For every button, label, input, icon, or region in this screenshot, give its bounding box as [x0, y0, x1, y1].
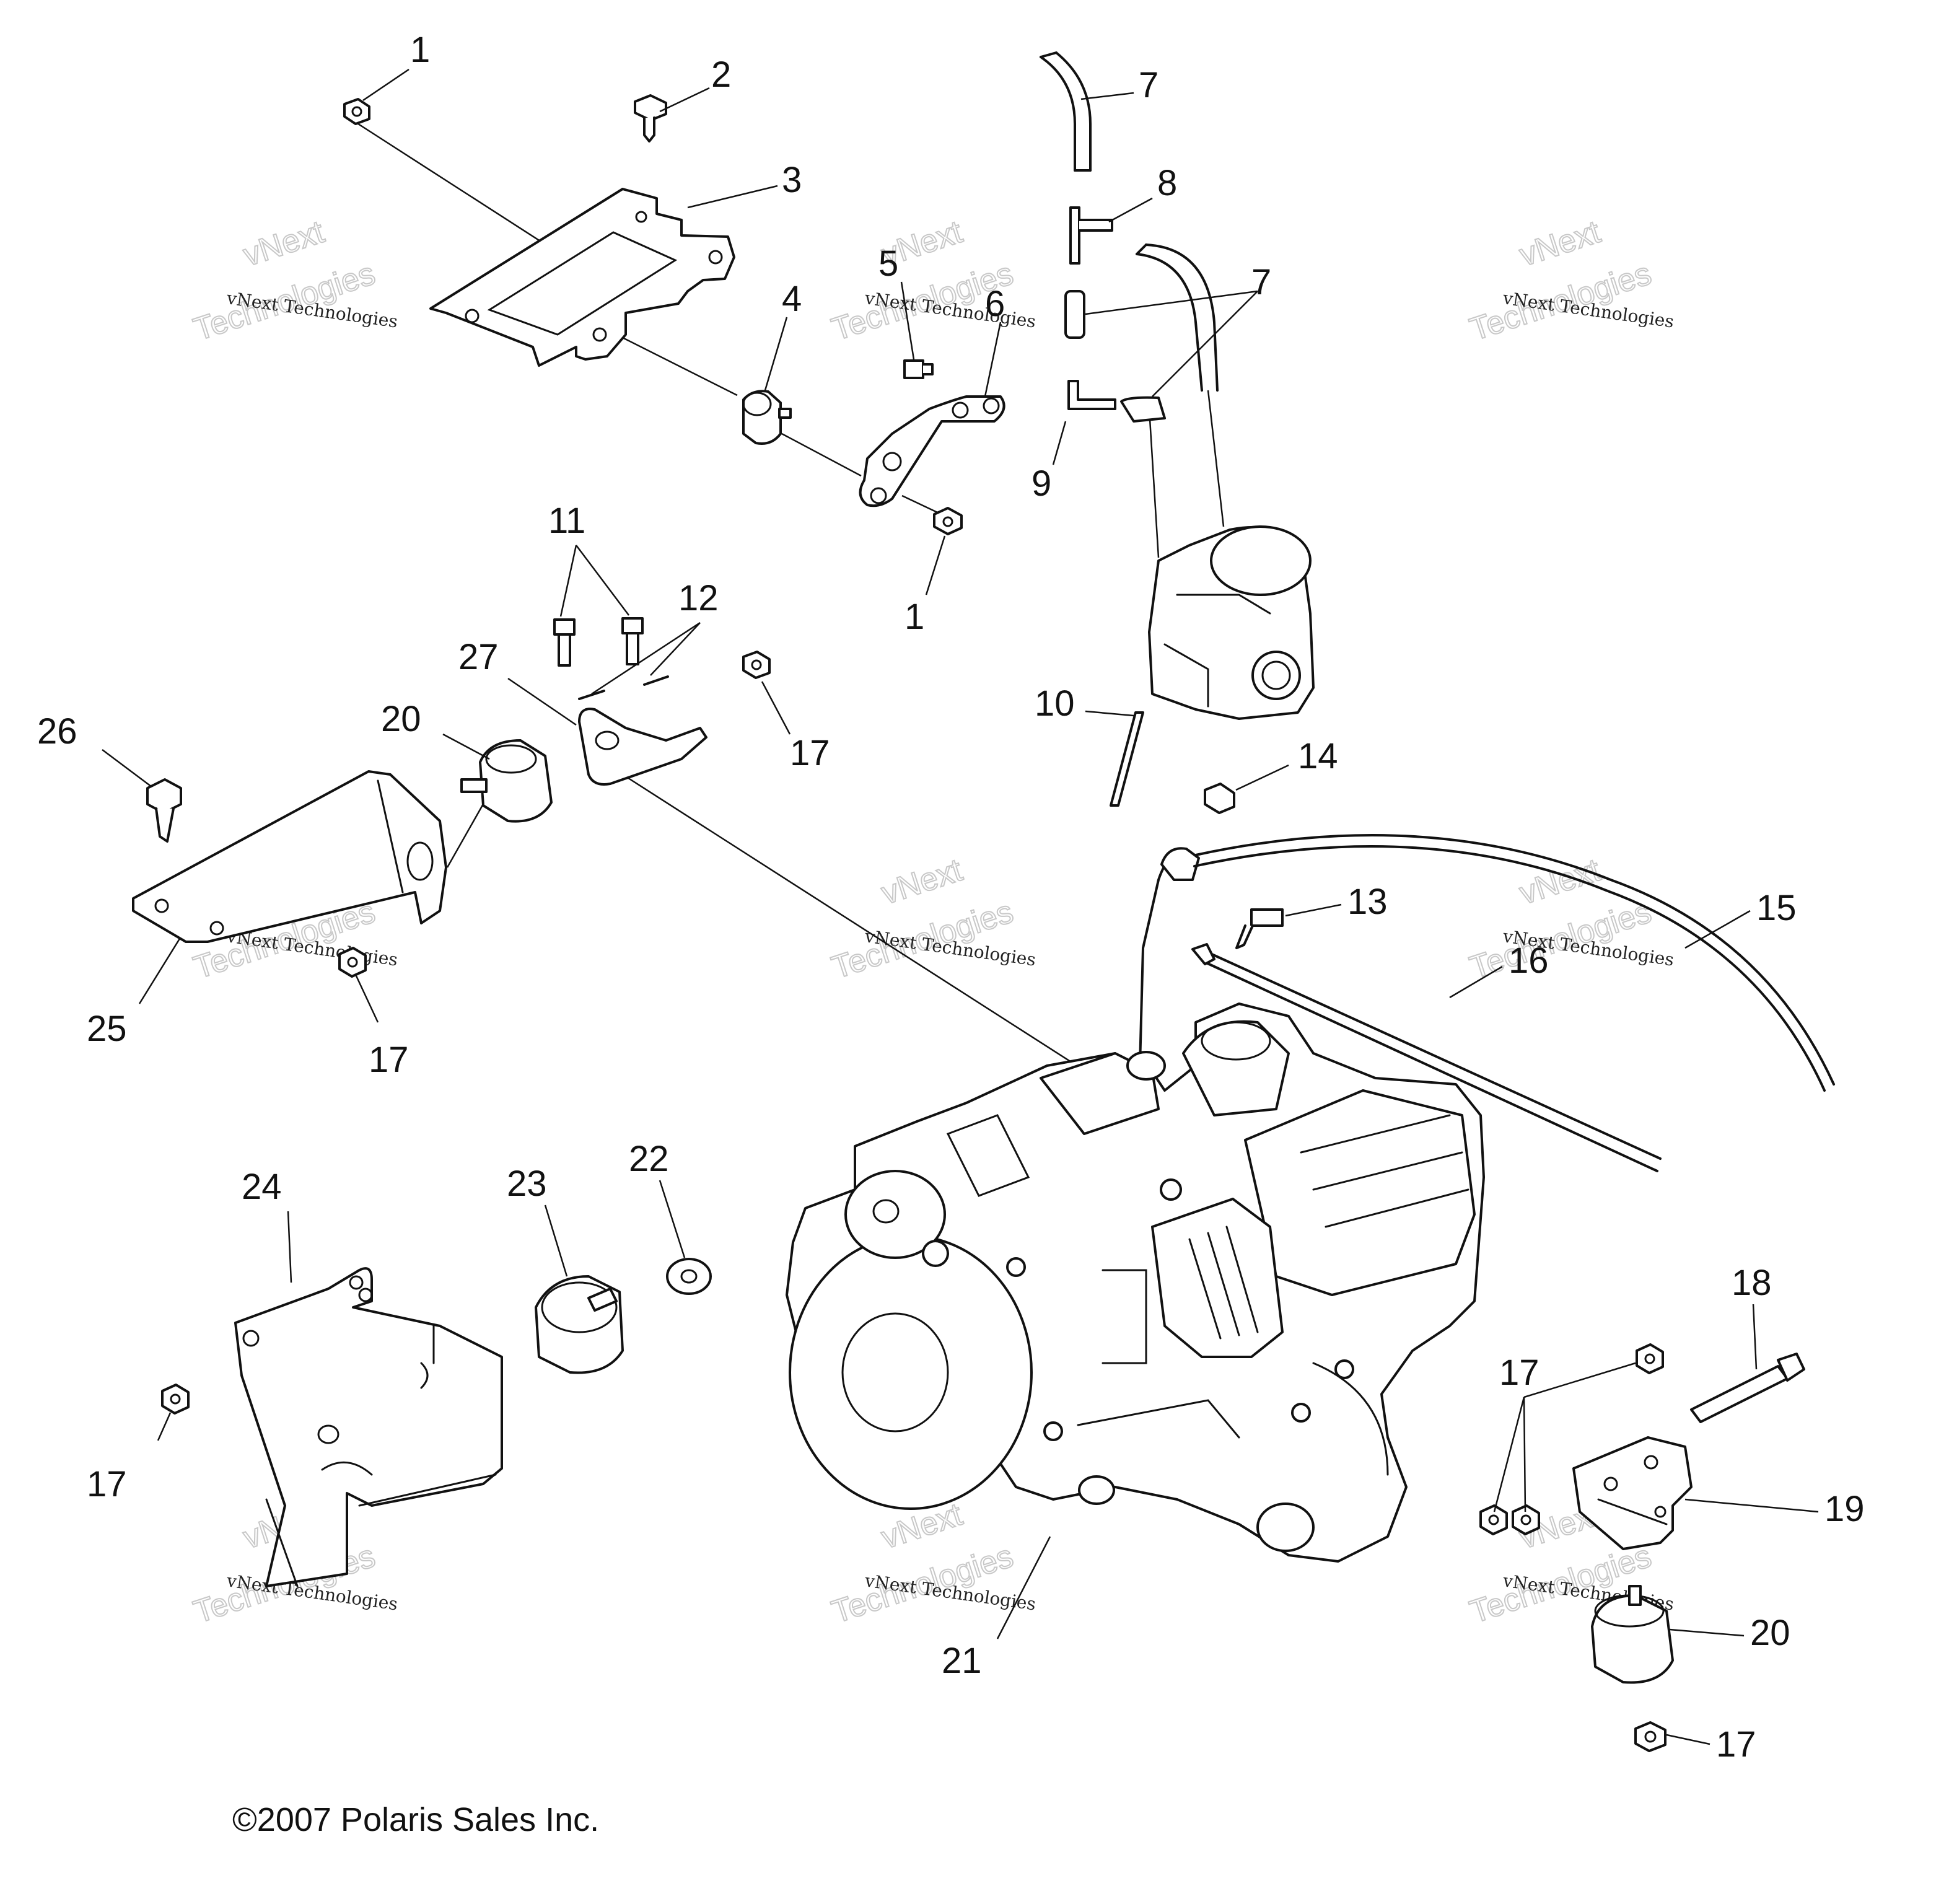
callout-14: 14	[1298, 736, 1338, 776]
callout-17-mid: 17	[790, 733, 830, 773]
copyright-notice: ©2007 Polaris Sales Inc.	[232, 1801, 599, 1838]
clamp-14	[1204, 783, 1235, 814]
watermark-8: vNext Technologies vNext Technologies	[827, 1496, 1037, 1631]
rubber-mount-upper	[742, 390, 792, 445]
callout-20-right: 20	[1750, 1613, 1790, 1653]
callout-16: 16	[1509, 941, 1549, 981]
tee-fitting	[1069, 206, 1113, 265]
carburetor	[1148, 525, 1315, 720]
bolt-13	[1235, 908, 1284, 949]
nut-17-right-b	[1512, 1504, 1540, 1535]
callout-15: 15	[1756, 888, 1797, 928]
callout-5: 5	[878, 243, 898, 284]
callout-20-left: 20	[381, 699, 421, 739]
callout-17-left: 17	[369, 1040, 409, 1080]
nut-17-bottom-left	[161, 1384, 190, 1415]
callout-7-right: 7	[1251, 262, 1271, 302]
callout-27: 27	[458, 637, 499, 677]
bolt-top	[634, 94, 667, 143]
rubber-mount-20-right	[1591, 1585, 1674, 1684]
washer-22	[666, 1258, 712, 1295]
nut-17-right-top	[1636, 1343, 1664, 1374]
watermark-outline-1a: vNext	[239, 214, 329, 273]
watermark-2: vNext Technologies vNext Technologies	[827, 213, 1037, 348]
bolt-small-5	[903, 359, 934, 379]
watermark-6: vNext Technologies vNext Technologies	[1465, 851, 1675, 986]
callout-8: 8	[1157, 163, 1177, 203]
bolts-11	[553, 617, 644, 667]
upper-engine-bracket	[429, 188, 735, 367]
nut-top-left	[343, 98, 370, 125]
watermark-3: vNext Technologies vNext Technologies	[1465, 213, 1675, 348]
watermark-5: vNext Technologies vNext Technologies	[827, 851, 1037, 986]
assembly-line-bracket-mount	[622, 336, 738, 397]
long-bolt-18	[1690, 1353, 1805, 1423]
callout-18: 18	[1732, 1263, 1772, 1303]
callout-22: 22	[629, 1139, 669, 1179]
callout-25: 25	[87, 1009, 127, 1049]
vent-hose-right	[1136, 243, 1219, 392]
rod-16	[1191, 943, 1662, 1172]
pin-10	[1110, 711, 1144, 807]
callout-21: 21	[942, 1641, 982, 1681]
nut-17-mid	[742, 651, 771, 679]
rubber-mount-20-left	[460, 739, 553, 823]
pins-12	[578, 675, 669, 700]
callout-labels: 1 2 3 4 5 6 7 8 7 9 1 11 12 27 17 10 14 …	[37, 30, 1865, 1765]
assembly-line-mount-plate	[781, 432, 862, 477]
nut-17-bottom-right	[1634, 1721, 1667, 1752]
nut-lower	[933, 507, 963, 535]
lower-bracket-25	[132, 770, 447, 943]
engine-21	[786, 1002, 1485, 1563]
callout-11: 11	[548, 501, 585, 541]
mount-plate-27	[578, 708, 707, 786]
assembly-line-nut-bracket	[354, 120, 571, 261]
leader-lines	[102, 68, 1819, 1745]
cable-15	[1139, 834, 1835, 1092]
assembly-lines	[354, 120, 1225, 1135]
elbow-fitting	[1067, 380, 1166, 423]
callout-7-top: 7	[1139, 65, 1158, 105]
watermark-outline-5a: vNext	[877, 852, 967, 911]
rubber-mount-23	[535, 1275, 624, 1374]
assembly-line-hose-carb	[1207, 390, 1225, 527]
callout-23: 23	[507, 1164, 547, 1204]
mount-bracket-19	[1572, 1436, 1693, 1550]
vent-hose-top	[1040, 51, 1092, 172]
skid-bracket-24	[234, 1267, 503, 1587]
callout-19: 19	[1824, 1489, 1865, 1529]
callout-17-right: 17	[1499, 1353, 1539, 1393]
callout-24: 24	[242, 1167, 282, 1207]
callout-2: 2	[711, 55, 731, 95]
nut-17-left	[338, 947, 367, 978]
watermark-outline-3a: vNext	[1515, 214, 1605, 273]
callout-3: 3	[782, 160, 802, 200]
callout-6: 6	[985, 284, 1005, 324]
callout-1-top: 1	[410, 30, 430, 70]
callout-26: 26	[37, 711, 77, 752]
callout-4: 4	[782, 279, 802, 319]
callout-13: 13	[1347, 882, 1388, 922]
assembly-line-fitting-carb	[1148, 408, 1160, 558]
callout-10: 10	[1035, 683, 1075, 724]
carb-bracket-plate	[859, 395, 1005, 507]
callout-1-lower: 1	[904, 597, 924, 637]
bolt-26	[146, 778, 182, 843]
callout-17-bottom-left: 17	[87, 1464, 127, 1504]
callout-12: 12	[678, 578, 719, 618]
watermark-1: vNext Technologies vNext Technologies	[189, 213, 399, 348]
nut-17-right-a	[1479, 1504, 1508, 1535]
callout-9: 9	[1031, 463, 1051, 504]
hose-coupler	[1064, 290, 1085, 339]
callout-17-bottom-right: 17	[1716, 1724, 1756, 1765]
